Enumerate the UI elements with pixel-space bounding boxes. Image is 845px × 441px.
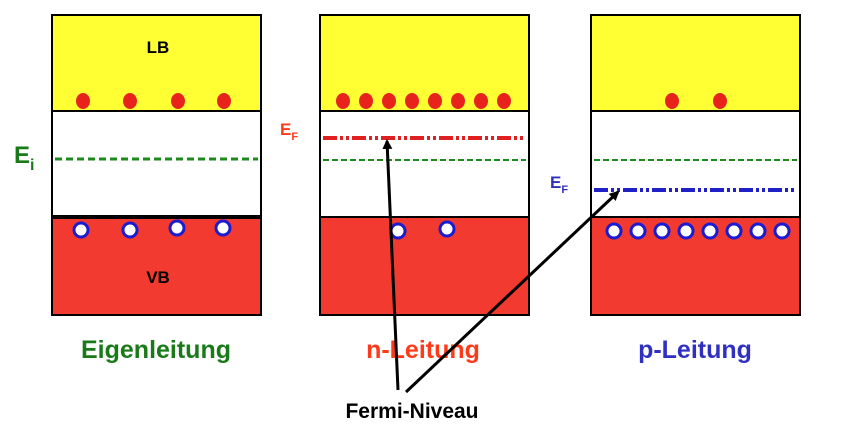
conduction-band-label: LB <box>147 38 170 57</box>
conduction-band <box>319 14 530 112</box>
hole <box>773 222 791 240</box>
electron <box>336 93 350 109</box>
electron <box>497 93 511 109</box>
valence-band-label: VB <box>146 268 170 287</box>
fermi-niveau-label: Fermi-Niveau <box>345 400 478 423</box>
electron <box>665 93 679 109</box>
electron <box>451 93 465 109</box>
panel-p-leitung <box>590 14 801 316</box>
hole <box>749 222 767 240</box>
hole <box>438 220 456 238</box>
hole <box>389 222 407 240</box>
hole <box>725 222 743 240</box>
electron <box>123 93 137 109</box>
band-gap <box>319 110 530 218</box>
hole <box>653 222 671 240</box>
intrinsic-level-label: Ei <box>14 142 34 174</box>
fermi-arrow-n <box>382 139 400 391</box>
electron <box>382 93 396 109</box>
holes <box>605 222 791 240</box>
electron <box>171 93 185 109</box>
hole <box>701 222 719 240</box>
hole <box>168 219 186 237</box>
electron <box>713 93 727 109</box>
band-gap <box>51 110 262 218</box>
fermi-level-label-n: EF <box>280 120 298 143</box>
caption-eigenleitung: Eigenleitung <box>81 336 231 364</box>
holes <box>72 219 232 239</box>
hole <box>605 222 623 240</box>
electron <box>76 93 90 109</box>
hole <box>121 221 139 239</box>
electron <box>217 93 231 109</box>
panel-eigenleitung: LB VB <box>51 14 262 316</box>
electron <box>428 93 442 109</box>
electrons <box>76 93 231 109</box>
electron <box>474 93 488 109</box>
electron <box>359 93 373 109</box>
band-gap <box>590 110 801 218</box>
fermi-arrow-p <box>404 190 620 394</box>
valence-band <box>319 216 530 316</box>
fermi-level-label-p: EF <box>550 173 568 196</box>
hole <box>629 222 647 240</box>
hole <box>214 219 232 237</box>
hole <box>677 222 695 240</box>
hole <box>72 221 90 239</box>
caption-p-leitung: p-Leitung <box>638 336 752 364</box>
electron <box>405 93 419 109</box>
panel-n-leitung <box>319 14 530 316</box>
conduction-band <box>590 14 801 112</box>
electrons <box>336 93 511 109</box>
electrons <box>665 93 727 109</box>
holes <box>389 220 456 240</box>
